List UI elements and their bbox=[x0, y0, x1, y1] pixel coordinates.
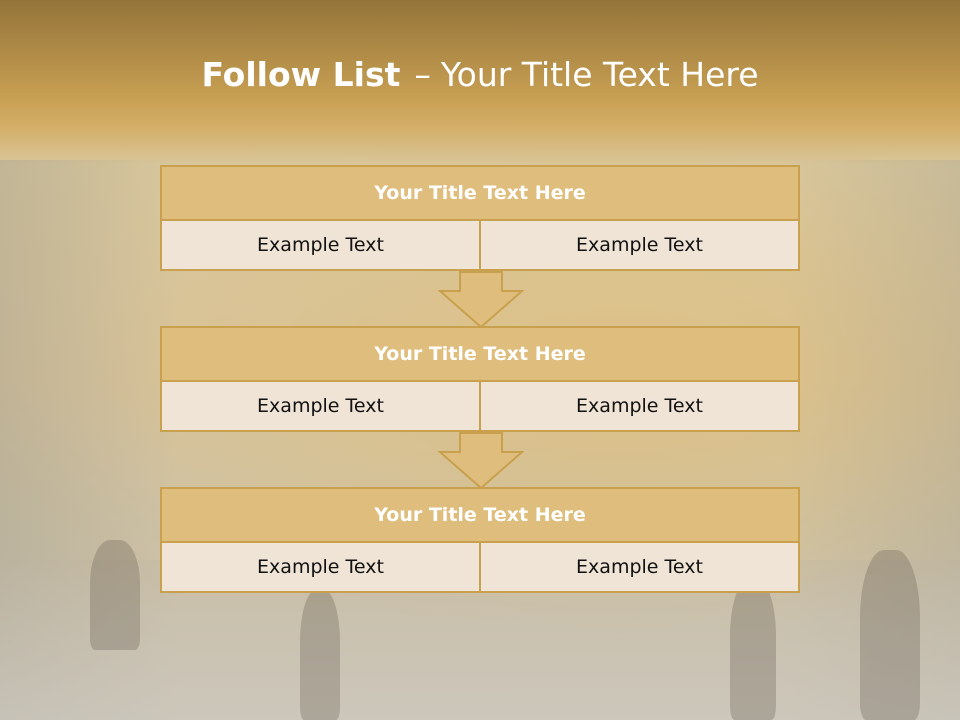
background-figure bbox=[730, 580, 776, 720]
down-arrow-icon bbox=[438, 271, 524, 329]
flow-block-1: Your Title Text Here Example Text Exampl… bbox=[160, 165, 800, 271]
flow-block-3: Your Title Text Here Example Text Exampl… bbox=[160, 487, 800, 593]
slide-title: Follow List–Your Title Text Here bbox=[0, 52, 960, 98]
flow-block-cell-right[interactable]: Example Text bbox=[481, 382, 800, 432]
flow-block-title[interactable]: Your Title Text Here bbox=[160, 165, 800, 221]
flow-block-cell-right[interactable]: Example Text bbox=[481, 221, 800, 271]
title-rest: Your Title Text Here bbox=[440, 55, 759, 94]
flow-block-row: Example Text Example Text bbox=[160, 221, 800, 271]
background-figure bbox=[300, 590, 340, 720]
title-bold: Follow List bbox=[201, 55, 401, 94]
flow-block-title[interactable]: Your Title Text Here bbox=[160, 487, 800, 543]
flow-block-title[interactable]: Your Title Text Here bbox=[160, 326, 800, 382]
flow-block-cell-left[interactable]: Example Text bbox=[160, 221, 481, 271]
flow-block-cell-left[interactable]: Example Text bbox=[160, 382, 481, 432]
down-arrow-icon bbox=[438, 432, 524, 490]
flow-block-2: Your Title Text Here Example Text Exampl… bbox=[160, 326, 800, 432]
flow-block-row: Example Text Example Text bbox=[160, 543, 800, 593]
flow-block-row: Example Text Example Text bbox=[160, 382, 800, 432]
title-separator: – bbox=[414, 55, 431, 94]
flow-block-cell-right[interactable]: Example Text bbox=[481, 543, 800, 593]
background-figure bbox=[860, 550, 920, 720]
flow-block-cell-left[interactable]: Example Text bbox=[160, 543, 481, 593]
background-figure bbox=[90, 540, 140, 650]
